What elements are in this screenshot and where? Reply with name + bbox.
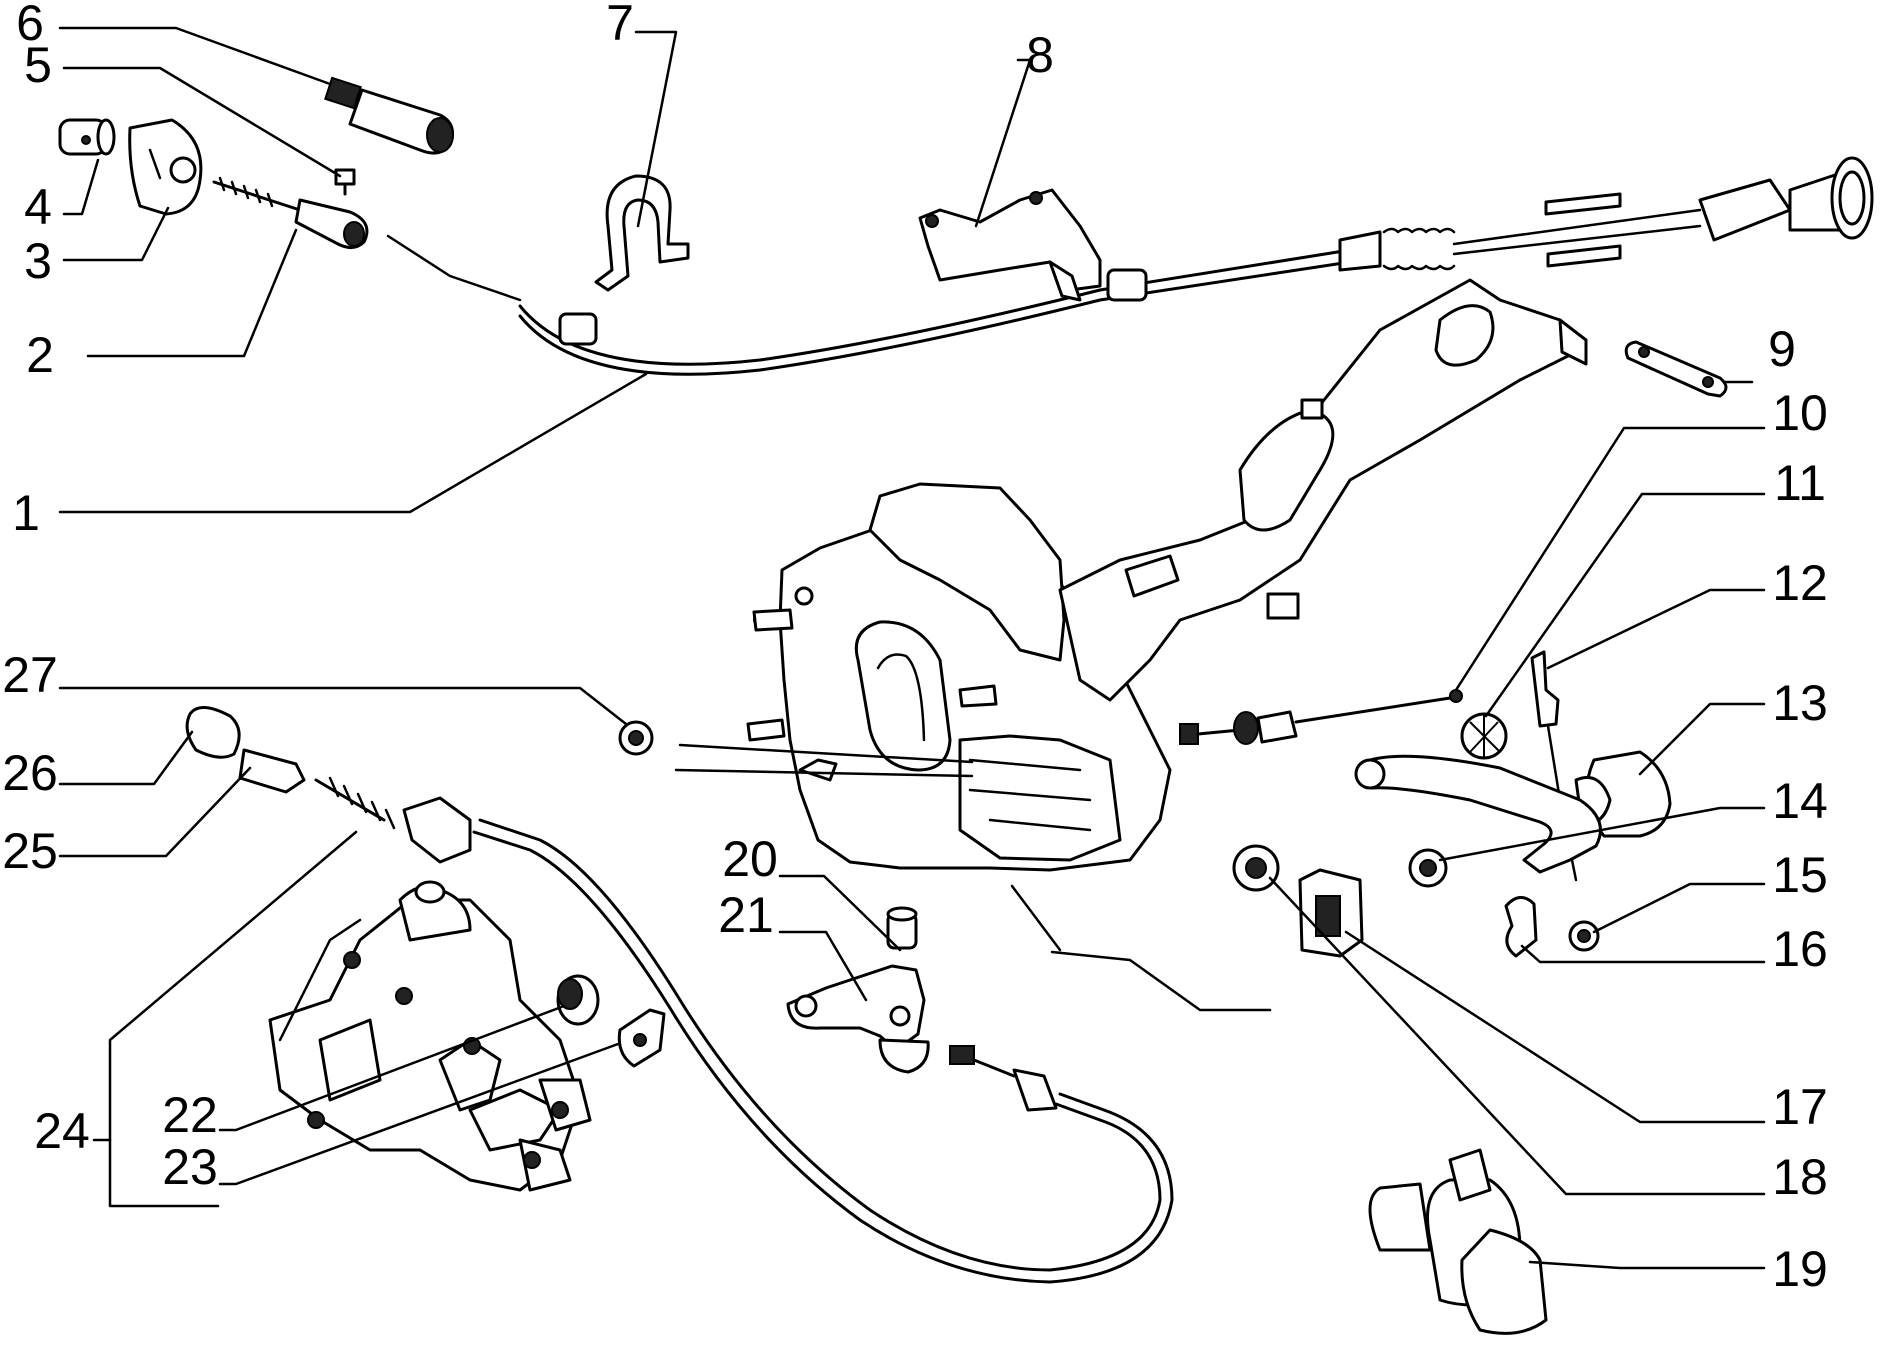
part-6-handle bbox=[324, 76, 454, 155]
part-14-spring bbox=[1354, 754, 1602, 874]
part-10-cable bbox=[1179, 689, 1463, 745]
part-24-cable-end bbox=[314, 776, 472, 864]
callout-2: 2 bbox=[26, 327, 54, 383]
callout-21: 21 bbox=[718, 887, 774, 943]
callout-6: 6 bbox=[16, 0, 44, 51]
part-8-bracket bbox=[918, 188, 1102, 302]
part-2-cable-end bbox=[212, 176, 369, 249]
part-9-link bbox=[1624, 340, 1728, 398]
callout-labels: 1 2 3 4 5 6 7 8 9 10 11 12 13 14 15 16 1… bbox=[2, 0, 1828, 1297]
part-26-bushing bbox=[185, 706, 241, 759]
callout-19: 19 bbox=[1772, 1241, 1828, 1297]
callout-4: 4 bbox=[24, 179, 52, 235]
part-14-nut bbox=[1408, 848, 1448, 888]
callout-3: 3 bbox=[24, 233, 52, 289]
part-3-bracket bbox=[128, 118, 203, 216]
part-22-knob bbox=[556, 974, 600, 1026]
callout-16: 16 bbox=[1772, 921, 1828, 977]
callout-25: 25 bbox=[2, 823, 58, 879]
callout-22: 22 bbox=[162, 1087, 218, 1143]
part-7-clip bbox=[594, 174, 690, 292]
leader-lines bbox=[58, 26, 1766, 1270]
callout-9: 9 bbox=[1768, 321, 1796, 377]
callout-14: 14 bbox=[1772, 773, 1828, 829]
part-27-grommet bbox=[618, 720, 654, 756]
part-5-screw bbox=[334, 168, 356, 196]
callout-24: 24 bbox=[34, 1103, 90, 1159]
part-pedal-housing bbox=[674, 278, 1588, 872]
part-throttle-cable bbox=[472, 818, 1174, 1284]
part-25-sleeve bbox=[238, 748, 306, 794]
part-17-switch bbox=[1298, 868, 1364, 958]
part-23-clip bbox=[617, 1008, 666, 1068]
callout-1: 1 bbox=[12, 485, 40, 541]
part-13-boot bbox=[1574, 750, 1672, 838]
callout-8: 8 bbox=[1026, 27, 1054, 83]
callout-11: 11 bbox=[1774, 455, 1826, 511]
part-11-rotor bbox=[1460, 712, 1508, 760]
part-18-grommet bbox=[1232, 844, 1280, 892]
callout-10: 10 bbox=[1772, 385, 1828, 441]
callout-7: 7 bbox=[606, 0, 634, 51]
part-injection-pump bbox=[268, 880, 592, 1192]
part-20-bushing bbox=[886, 906, 918, 950]
callout-13: 13 bbox=[1772, 675, 1828, 731]
callout-26: 26 bbox=[2, 745, 58, 801]
part-4-bushing bbox=[58, 118, 116, 156]
callout-15: 15 bbox=[1772, 847, 1828, 903]
callout-18: 18 bbox=[1772, 1149, 1828, 1205]
part-16-clip bbox=[1504, 896, 1538, 958]
part-15-nut bbox=[1568, 920, 1600, 952]
callout-20: 20 bbox=[722, 831, 778, 887]
callout-23: 23 bbox=[162, 1139, 218, 1195]
part-1-cable bbox=[386, 156, 1874, 376]
callout-12: 12 bbox=[1772, 555, 1828, 611]
callout-27: 27 bbox=[2, 647, 58, 703]
part-19-clip bbox=[1368, 1148, 1548, 1335]
callout-17: 17 bbox=[1772, 1079, 1828, 1135]
part-21-lever bbox=[786, 964, 930, 1074]
callout-5: 5 bbox=[24, 37, 52, 93]
